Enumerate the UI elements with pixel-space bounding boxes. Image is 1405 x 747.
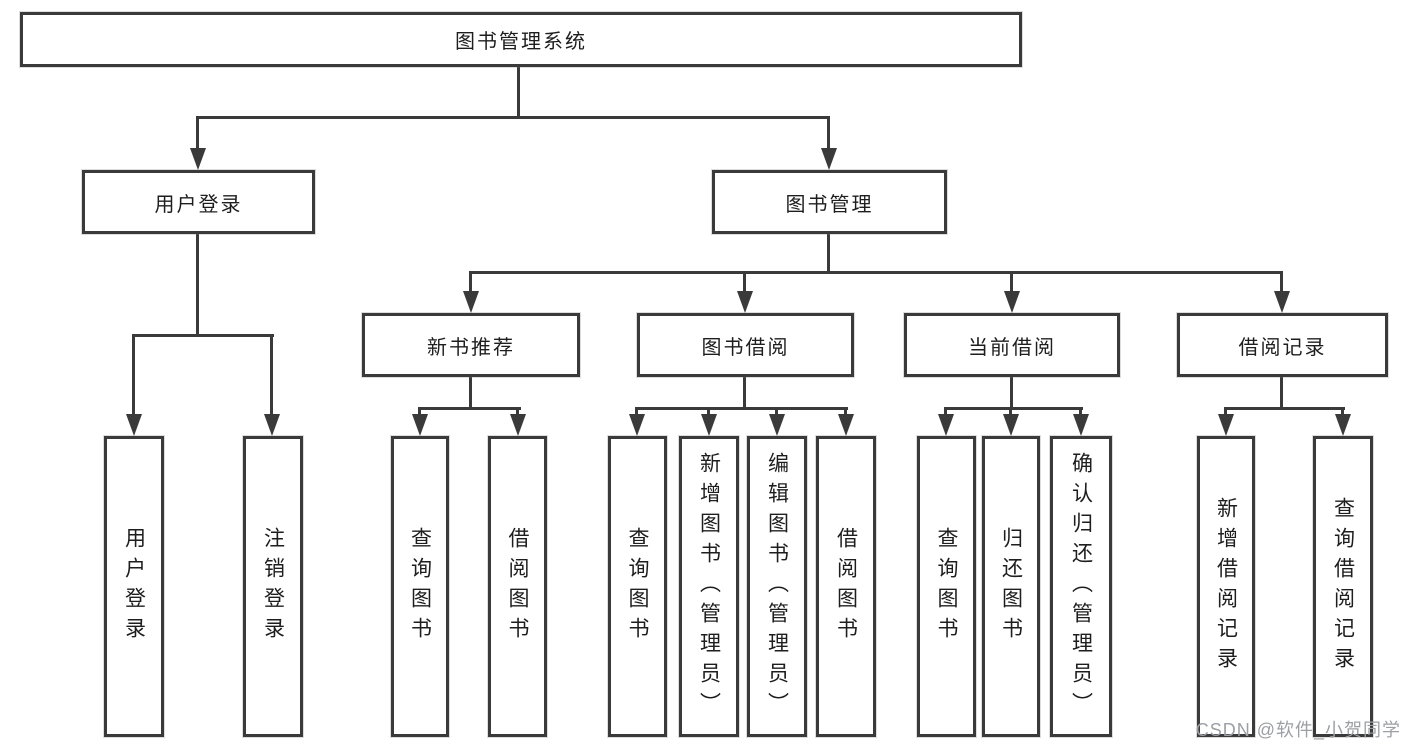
leaf-add-book-admin: 新增图书（管理员） <box>679 436 739 737</box>
leaf-confirm-return-admin: 确认归还（管理员） <box>1050 436 1112 737</box>
connector-line <box>827 116 830 152</box>
leaf-label: 查询图书 <box>935 526 958 647</box>
connector-line <box>132 334 135 416</box>
arrow-down-icon <box>629 414 645 436</box>
leaf-borrow-books: 借阅图书 <box>816 436 876 737</box>
connector-line <box>469 377 472 410</box>
leaf-label: 确认归还（管理员） <box>1069 451 1093 722</box>
arrow-down-icon <box>190 148 206 170</box>
leaf-label: 编辑图书（管理员） <box>765 451 789 722</box>
arrow-down-icon <box>737 291 753 313</box>
arrow-down-icon <box>701 414 717 436</box>
leaf-label: 借阅图书 <box>834 526 858 647</box>
connector-line <box>469 271 1283 274</box>
node-book-borrow: 图书借阅 <box>637 313 854 377</box>
node-label: 图书管理 <box>785 193 874 216</box>
leaf-logout: 注销登录 <box>243 436 303 737</box>
leaf-borrow-books-recommend: 借阅图书 <box>488 436 547 737</box>
connector-line <box>196 116 830 119</box>
arrow-down-icon <box>1335 414 1351 436</box>
leaf-query-books-current: 查询图书 <box>917 436 976 737</box>
connector-line <box>1009 407 1012 418</box>
connector-line <box>418 407 521 410</box>
leaf-label: 查询借阅记录 <box>1331 496 1355 677</box>
connector-line <box>517 67 520 118</box>
node-current-borrow: 当前借阅 <box>904 313 1120 377</box>
connector-line <box>743 271 746 295</box>
connector-line <box>844 407 847 418</box>
connector-line <box>707 407 710 418</box>
connector-line <box>635 407 848 410</box>
leaf-query-books-borrow: 查询图书 <box>608 436 667 737</box>
connector-line <box>1224 407 1345 410</box>
node-library-management-system: 图书管理系统 <box>20 12 1022 67</box>
connector-line <box>827 234 830 274</box>
arrow-down-icon <box>769 414 785 436</box>
connector-line <box>775 407 778 418</box>
arrow-down-icon <box>1218 414 1234 436</box>
leaf-query-borrow-record: 查询借阅记录 <box>1313 436 1373 737</box>
connector-line <box>516 407 519 418</box>
node-borrow-records: 借阅记录 <box>1177 313 1388 377</box>
arrow-down-icon <box>126 414 142 436</box>
node-label: 图书借阅 <box>701 336 790 359</box>
connector-line <box>196 116 199 152</box>
leaf-label: 注销登录 <box>261 526 285 647</box>
arrow-down-icon <box>412 414 428 436</box>
node-label: 图书管理系统 <box>455 31 587 53</box>
node-label: 借阅记录 <box>1238 336 1327 359</box>
connector-line <box>635 407 638 418</box>
arrow-down-icon <box>938 414 954 436</box>
node-label: 新书推荐 <box>427 336 515 359</box>
connector-line <box>132 334 274 337</box>
connector-line <box>1010 271 1013 295</box>
connector-line <box>469 271 472 295</box>
connector-line <box>743 377 746 410</box>
arrow-down-icon <box>1274 291 1290 313</box>
arrow-down-icon <box>1004 291 1020 313</box>
leaf-label: 查询图书 <box>408 526 432 647</box>
arrow-down-icon <box>510 414 526 436</box>
arrow-down-icon <box>1003 414 1019 436</box>
leaf-query-books-recommend: 查询图书 <box>391 436 449 737</box>
connector-line <box>944 407 1083 410</box>
connector-line <box>1079 407 1082 418</box>
connector-line <box>1341 407 1344 418</box>
node-label: 用户登录 <box>154 193 243 216</box>
connector-line <box>1280 271 1283 295</box>
leaf-add-borrow-record: 新增借阅记录 <box>1197 436 1255 737</box>
leaf-return-book: 归还图书 <box>982 436 1040 737</box>
connector-line <box>1280 377 1283 410</box>
arrow-down-icon <box>463 291 479 313</box>
node-label: 当前借阅 <box>968 336 1056 359</box>
arrow-down-icon <box>838 414 854 436</box>
arrow-down-icon <box>821 148 837 170</box>
leaf-label: 用户登录 <box>122 526 146 647</box>
leaf-label: 新增图书（管理员） <box>697 451 721 722</box>
connector-line <box>944 407 947 418</box>
connector-line <box>270 334 273 416</box>
node-new-book-recommend: 新书推荐 <box>362 313 580 377</box>
leaf-user-login: 用户登录 <box>104 436 164 737</box>
leaf-label: 新增借阅记录 <box>1214 496 1238 677</box>
connector-line <box>1224 407 1227 418</box>
connector-line <box>196 234 199 336</box>
connector-line <box>1010 377 1013 410</box>
csdn-watermark: CSDN @软件_小贺同学 <box>1195 720 1401 740</box>
node-user-login: 用户登录 <box>82 170 315 234</box>
arrow-down-icon <box>264 414 280 436</box>
leaf-label: 查询图书 <box>626 526 649 647</box>
leaf-label: 借阅图书 <box>506 526 529 647</box>
arrow-down-icon <box>1073 414 1089 436</box>
node-book-management: 图书管理 <box>712 170 947 234</box>
leaf-label: 归还图书 <box>999 526 1023 647</box>
connector-line <box>418 407 421 418</box>
leaf-edit-book-admin: 编辑图书（管理员） <box>747 436 807 737</box>
